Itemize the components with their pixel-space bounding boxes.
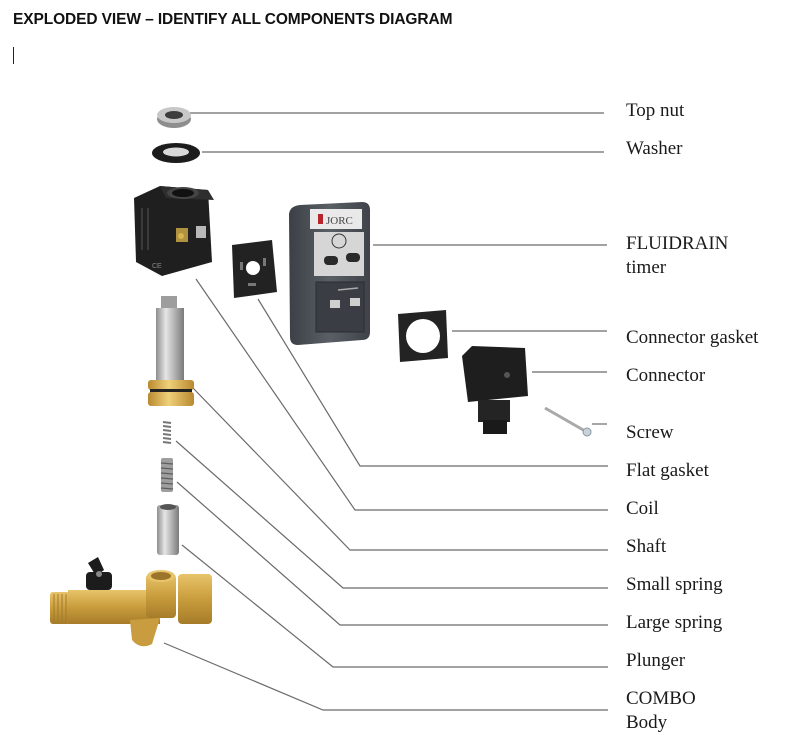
label-text: Shaft <box>626 536 667 557</box>
label-text: Flat gasket <box>626 460 709 481</box>
label-small-spring: Small spring <box>626 573 723 597</box>
label-connector: Connector <box>626 364 705 388</box>
svg-text:CE: CE <box>152 263 162 270</box>
fluidrain-timer-part: JORC <box>289 202 370 345</box>
label-text: Connector gasket <box>626 327 759 348</box>
label-text: Top nut <box>626 100 685 121</box>
leader-line-large-spring <box>176 481 608 626</box>
large-spring-part <box>160 458 174 492</box>
label-text: Large spring <box>626 612 723 633</box>
combo-body-part <box>50 557 212 647</box>
label-text: Washer <box>626 138 683 159</box>
plunger-part <box>157 504 179 555</box>
label-large-spring: Large spring <box>626 611 722 635</box>
label-text-line1: COMBO <box>626 688 696 709</box>
document-title: EXPLODED VIEW – IDENTIFY ALL COMPONENTS … <box>13 11 453 28</box>
label-coil: Coil <box>626 497 659 521</box>
connector-gasket-part <box>398 310 448 362</box>
label-text: Connector <box>626 365 706 386</box>
label-combo-body: COMBO Body <box>626 687 696 735</box>
leader-line-coil <box>195 278 608 511</box>
coil-part: CE <box>134 186 214 276</box>
screw-part <box>544 406 592 437</box>
leader-line-shaft <box>192 387 608 551</box>
leader-lines <box>163 112 608 711</box>
connector-part <box>462 346 528 434</box>
label-fluidrain-timer: FLUIDRAIN timer <box>626 232 728 280</box>
label-text: Small spring <box>626 574 723 595</box>
leader-line-combo-body <box>163 642 608 711</box>
label-text: Plunger <box>626 650 686 671</box>
flat-gasket-part <box>232 240 277 298</box>
leader-line-plunger <box>181 544 608 668</box>
label-screw: Screw <box>626 421 673 445</box>
label-top-nut: Top nut <box>626 99 684 123</box>
label-washer: Washer <box>626 137 683 161</box>
leader-line-flat-gasket <box>257 298 608 467</box>
label-text-line2: timer <box>626 257 667 278</box>
label-connector-gasket: Connector gasket <box>626 326 758 350</box>
small-spring-part <box>162 421 172 444</box>
washer-part <box>152 143 200 163</box>
top-nut-part <box>157 107 191 128</box>
shaft-part <box>148 296 194 406</box>
label-text-line2: Body <box>626 712 668 733</box>
label-shaft: Shaft <box>626 535 666 559</box>
text-cursor <box>13 47 14 64</box>
label-plunger: Plunger <box>626 649 685 673</box>
label-text: Screw <box>626 422 674 443</box>
label-flat-gasket: Flat gasket <box>626 459 709 483</box>
leader-line-small-spring <box>175 440 608 589</box>
timer-brand-logo: JORC <box>326 215 353 227</box>
label-text: Coil <box>626 498 659 519</box>
label-text-line1: FLUIDRAIN <box>626 233 729 254</box>
